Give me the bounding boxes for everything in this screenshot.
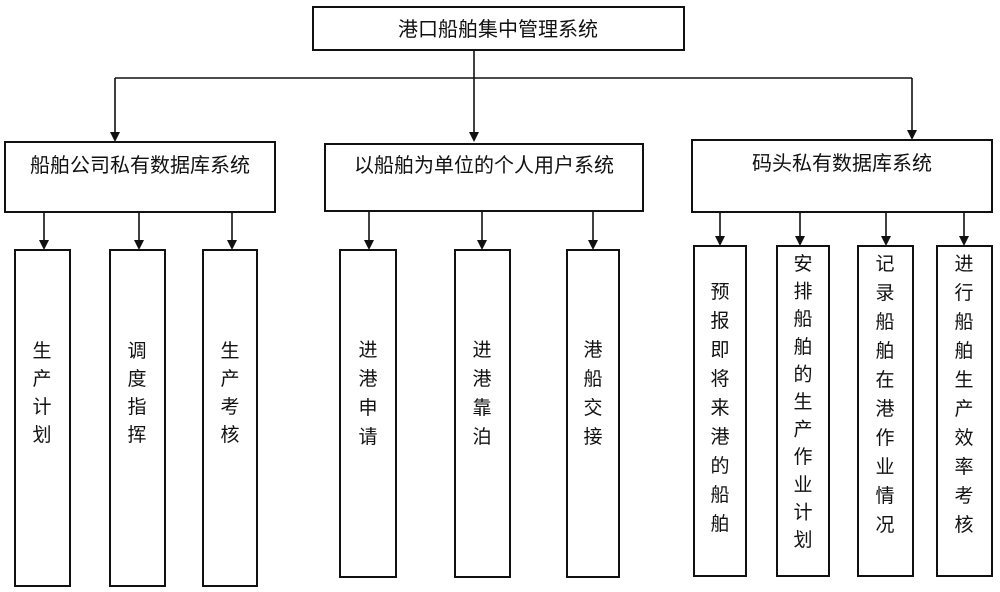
leaf-label-g3-1: 预报即将来港的船舶: [710, 281, 729, 535]
leaf-box-g1-3: [202, 249, 258, 587]
connectors: [39, 50, 969, 250]
group-node-3: 码头私有数据库系统: [691, 139, 993, 213]
leaf-box-g3-2: [776, 245, 830, 577]
arrow-g2-c2: [477, 240, 487, 250]
leaf-box-g1-1: [14, 249, 71, 587]
leaf-box-g2-2: [454, 249, 511, 578]
leaf-box-g3-1: [693, 245, 747, 577]
leaf-box-g2-1: [339, 249, 397, 578]
arrow-g3-c2: [795, 236, 805, 246]
arrow-g2-c1: [364, 240, 374, 250]
arrow-g1-c1: [39, 240, 49, 250]
arrow-g2-c3: [588, 240, 598, 250]
arrow-to-group-2: [469, 132, 479, 142]
leaf-label-g3-2: 安排船舶的生产作业计划: [793, 253, 812, 551]
root-node: 港口船舶集中管理系统: [312, 6, 685, 51]
group-node-1-label: 船舶公司私有数据库系统: [30, 153, 250, 177]
leaf-label-g2-2: 进港靠泊: [472, 339, 491, 448]
leaf-box-g3-3: [857, 245, 914, 577]
arrow-g3-c4: [959, 236, 969, 246]
leaf-box-g2-3: [566, 249, 620, 578]
root-node-label: 港口船舶集中管理系统: [398, 17, 598, 41]
leaf-label-g3-4: 进行船舶生产效率考核: [954, 253, 973, 536]
arrow-to-group-3: [907, 130, 917, 140]
leaf-label-g1-1: 生产计划: [32, 340, 51, 446]
leaf-label-g3-3: 记录船舶在港作业情况: [875, 253, 894, 536]
arrow-to-group-1: [110, 132, 120, 142]
leaf-box-g1-2: [109, 249, 166, 587]
group-node-3-label: 码头私有数据库系统: [752, 151, 932, 175]
group-node-2-label: 以船舶为单位的个人用户系统: [354, 153, 614, 177]
arrow-g1-c2: [134, 240, 144, 250]
leaf-box-g3-4: [936, 245, 993, 577]
group-node-1: 船舶公司私有数据库系统: [4, 141, 276, 213]
arrow-g3-c1: [715, 236, 725, 246]
leaf-labels: 生产计划 调度指挥 生产考核 进港申请 进港靠泊 港船交接 预报即将来港的船舶 安排船舶的生产…: [32, 253, 973, 551]
leaf-label-g1-2: 调度指挥: [127, 340, 146, 446]
leaf-label-g2-3: 港船交接: [583, 339, 602, 448]
group-node-2: 以船舶为单位的个人用户系统: [324, 143, 644, 212]
arrow-g3-c3: [881, 236, 891, 246]
arrow-g1-c3: [227, 240, 237, 250]
leaf-label-g1-3: 生产考核: [220, 340, 239, 446]
leaf-label-g2-1: 进港申请: [358, 339, 377, 448]
